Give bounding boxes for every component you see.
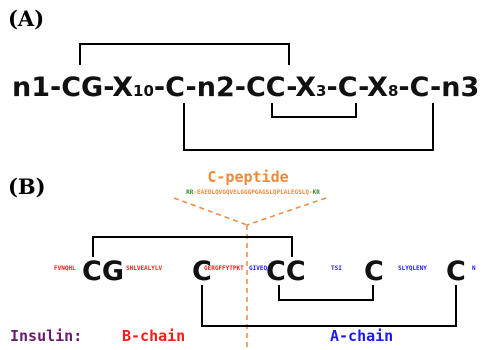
panel-a-inner-bridge <box>271 103 357 118</box>
panel-a-label: (A) <box>8 6 44 31</box>
a-chain-seq-3: SLYQLENY <box>398 265 427 272</box>
b-chain-seq-2: SHLVEALYLV <box>126 265 163 272</box>
formula-x10: 10 <box>133 82 154 100</box>
panel-a-formula: n1-CG-X10-C-n2-CC-X3-C-X8-C-n3 <box>12 72 479 103</box>
formula-c-x: -C-X <box>326 72 388 103</box>
formula-c-n2-cc: -C-n2-CC-X <box>154 72 316 103</box>
formula-x8: 8 <box>388 82 398 100</box>
a-chain-seq-2: TSI <box>331 265 342 272</box>
panel-b-label: (B) <box>8 174 46 199</box>
cys-c1: C <box>192 256 212 287</box>
cys-c2: C <box>364 256 384 287</box>
panel-b-top-bridge <box>92 236 293 257</box>
a-chain-seq-4: N <box>472 265 476 272</box>
panel-b-inner-bridge <box>278 285 374 301</box>
b-chain-seq-3: GERGFFYTPKT <box>204 265 244 272</box>
cys-c3: C <box>446 256 466 287</box>
c-peptide-rr: RR <box>186 189 194 196</box>
cys-cg: CG <box>82 256 124 287</box>
panel-a-bottom-bridge <box>183 103 434 151</box>
formula-c-n3: -C-n3 <box>398 72 479 103</box>
b-chain-seq-1: FVNQHL <box>54 265 76 272</box>
legend-b-chain: B-chain <box>122 327 185 345</box>
formula-n1: n1 <box>12 72 50 103</box>
formula-x3: 3 <box>316 82 326 100</box>
c-peptide-body: -EAEDLQVGQVELGGGPGAGSLQPLALEGSLQ- <box>193 189 312 196</box>
cys-cc: CC <box>266 256 306 287</box>
panel-b-bottom-bridge <box>201 285 457 327</box>
c-peptide-kr: KR <box>313 189 321 196</box>
legend-insulin: Insulin: <box>10 327 82 345</box>
c-peptide-sequence: RR-EAEDLQVGQVELGGGPGAGSLQPLALEGSLQ-KR <box>186 189 320 196</box>
a-chain-seq-1: GIVEQ <box>249 265 267 272</box>
c-peptide-dash-right <box>246 197 327 226</box>
formula-cg: -CG-X <box>50 72 133 103</box>
c-peptide-title: C-peptide <box>207 168 288 186</box>
legend-a-chain: A-chain <box>330 327 393 345</box>
panel-a-top-bridge <box>79 43 290 65</box>
c-peptide-dash-left <box>173 197 248 226</box>
